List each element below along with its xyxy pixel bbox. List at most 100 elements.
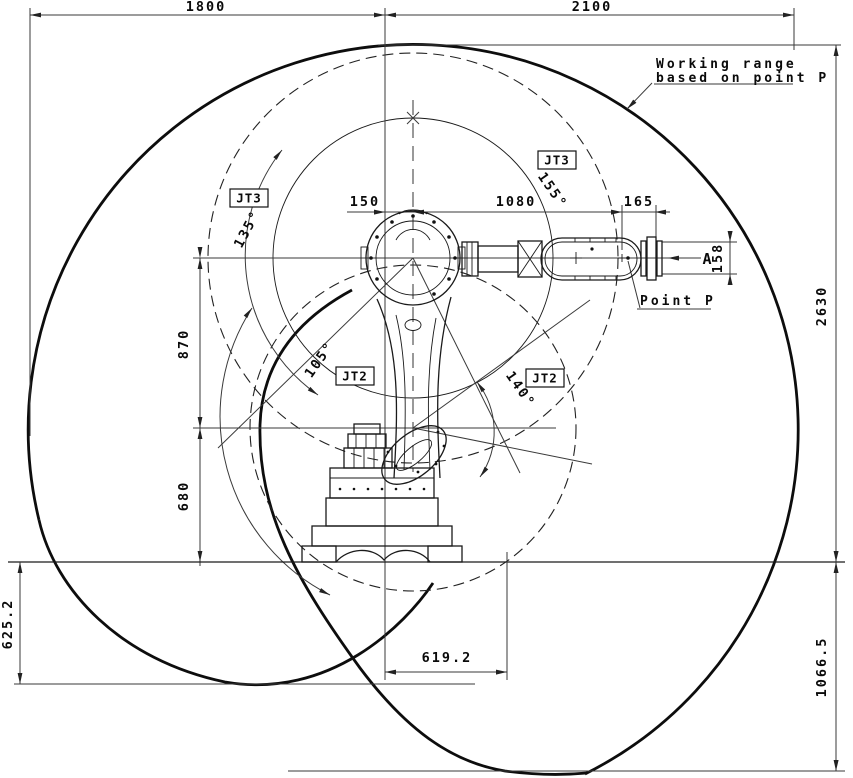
elbow-top-cap xyxy=(398,209,428,215)
point-p-dot xyxy=(626,256,630,260)
arrowhead xyxy=(833,551,839,562)
robot-manipulator xyxy=(301,209,663,563)
arrowhead xyxy=(627,99,637,109)
arrowhead xyxy=(17,673,23,684)
forearm-junction xyxy=(517,240,543,278)
kidney-inner xyxy=(395,439,433,471)
jt3-left-label: JT3 xyxy=(236,191,262,206)
arrowhead xyxy=(197,247,203,258)
working-range-note-line1: Working range xyxy=(656,57,797,72)
dim-150-label: 150 xyxy=(350,194,380,210)
arrowhead xyxy=(668,255,679,261)
arrowhead xyxy=(727,231,733,242)
elbow-lug-left xyxy=(360,246,369,270)
dim-870-label: 870 xyxy=(176,329,192,359)
arrowhead xyxy=(307,386,318,395)
arrowhead xyxy=(197,417,203,428)
arrowhead xyxy=(611,209,622,215)
dim-619-label: 619.2 xyxy=(422,650,473,666)
lower-arm-left-edge xyxy=(376,298,398,479)
jt2-right-label: JT2 xyxy=(532,371,558,386)
angle-dimension-arcs xyxy=(219,149,495,596)
elbow-joint xyxy=(360,209,466,306)
lower-arm-inner-right xyxy=(427,317,437,471)
arrowhead xyxy=(17,562,23,573)
motor-body xyxy=(343,447,393,469)
motor-cap xyxy=(353,423,381,435)
base-skirt xyxy=(335,549,431,563)
base-bolt-dots xyxy=(338,487,426,491)
working-range-note-line2: based on point P xyxy=(656,71,829,86)
point-p-label: Point P xyxy=(640,294,716,309)
angle-155-label: 155° xyxy=(534,170,570,212)
arrowhead xyxy=(477,382,486,393)
lower-arm-right-edge xyxy=(437,296,452,479)
arrowhead xyxy=(197,551,203,562)
jt3-radial-right xyxy=(412,257,521,474)
angle-105-label: 105° xyxy=(302,339,338,381)
jt2-left-box xyxy=(335,366,375,386)
wrist-flange-1 xyxy=(640,240,647,277)
arrowhead xyxy=(833,562,839,573)
dim-1066-label: 1066.5 xyxy=(814,637,830,698)
angle-radial-lines xyxy=(217,257,593,474)
arrowhead xyxy=(496,669,507,675)
arrowhead xyxy=(385,669,396,675)
forearm-tube xyxy=(477,245,519,273)
forearm xyxy=(461,236,663,281)
arrowhead xyxy=(783,12,794,18)
working-range-envelope xyxy=(26,43,800,776)
jt2-radial-upper xyxy=(412,299,591,429)
lower-arm-link xyxy=(376,296,452,479)
wrist-flange-2 xyxy=(646,236,657,281)
arrowhead xyxy=(319,588,330,595)
dim-158-label: 158 xyxy=(710,243,726,273)
dimension-arrowheads xyxy=(17,12,839,771)
arrowhead xyxy=(197,428,203,439)
arrowhead xyxy=(243,308,252,319)
dim-1800-label: 1800 xyxy=(186,0,227,15)
motor-mid xyxy=(347,433,387,449)
arrowhead xyxy=(833,45,839,56)
base-flange xyxy=(311,525,453,547)
jt3-radial-left xyxy=(217,257,414,449)
jt2-140-arc xyxy=(476,381,495,478)
joint-label-boxes xyxy=(229,150,577,388)
jt2-radial-lower xyxy=(412,427,593,465)
elbow-outer-circle xyxy=(365,210,461,306)
jt3-right-box xyxy=(537,150,577,170)
forearm-capsule-inner xyxy=(544,241,638,277)
base-foot-right xyxy=(427,545,463,563)
dim-165-label: 165 xyxy=(624,194,654,210)
dim-2100-label: 2100 xyxy=(572,0,613,15)
arrowhead xyxy=(374,209,385,215)
wrist-flange-3 xyxy=(656,240,663,277)
arrowhead xyxy=(385,12,396,18)
dim-1080-label: 1080 xyxy=(496,194,537,210)
dim-2630-label: 2630 xyxy=(814,286,830,327)
base-foot-left xyxy=(301,545,337,563)
texts: 1800 2100 150 1080 165 158 2630 870 680 … xyxy=(0,0,830,697)
dim-680-label: 680 xyxy=(176,481,192,511)
dim-625-label: 625.2 xyxy=(0,599,16,650)
arrowhead xyxy=(197,258,203,269)
lower-hook-curve xyxy=(258,288,588,776)
arrowhead xyxy=(833,760,839,771)
jt2-105-arc xyxy=(219,307,331,596)
jt3-left-box xyxy=(229,188,269,208)
arrowhead xyxy=(30,12,41,18)
forearm-capsule xyxy=(540,237,642,281)
arrowhead xyxy=(273,150,282,160)
elbow-bolt-dots xyxy=(369,214,457,296)
lower-arm-inner-left xyxy=(395,314,406,471)
arrowhead xyxy=(480,466,489,477)
jt2-joint-cover xyxy=(381,425,447,485)
arm-hole xyxy=(404,319,422,331)
section-a-label: A xyxy=(702,250,713,268)
working-range-circle xyxy=(26,43,800,776)
jt2-right-box xyxy=(525,368,565,388)
base-pedestal xyxy=(325,497,439,527)
arrowhead xyxy=(374,12,385,18)
